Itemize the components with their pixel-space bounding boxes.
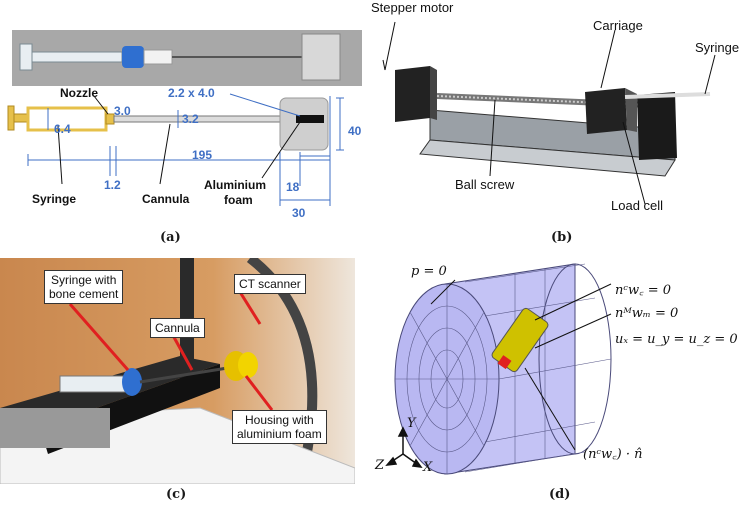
panel-a: Nozzle 3.0 6.4 3.2 2.2 x 4.0 40 195 1.2 … <box>0 0 370 250</box>
dim-6-4: 6.4 <box>54 122 71 136</box>
label-cannula-c: Cannula <box>150 318 205 338</box>
axis-z-label: Z <box>375 458 385 473</box>
label-ct-scanner: CT scanner <box>234 274 306 294</box>
caption-d: (d) <box>549 487 571 502</box>
label-ball-screw: Ball screw <box>455 177 515 192</box>
dim-195: 195 <box>192 148 213 162</box>
label-eq-wc: nᶜw꜀ = 0 <box>615 283 672 298</box>
dim-2-2x4: 2.2 x 4.0 <box>168 86 215 100</box>
label-p-zero: p = 0 <box>411 264 447 279</box>
panel-d-mesh <box>385 263 612 475</box>
label-load-cell: Load cell <box>611 198 664 213</box>
panel-c: Syringe with bone cement Cannula CT scan… <box>0 258 370 509</box>
axis-y-label: Y <box>407 416 416 431</box>
panel-a-photo <box>12 30 362 86</box>
dim-3-0: 3.0 <box>114 104 131 118</box>
label-carriage: Carriage <box>593 18 643 33</box>
dim-30: 30 <box>292 206 306 220</box>
label-foam-2: foam <box>224 193 253 207</box>
label-housing-foam: Housing with aluminium foam <box>232 410 327 444</box>
panel-a-schematic <box>7 93 344 206</box>
caption-a: (a) <box>160 230 181 245</box>
label-stepper-motor: Stepper motor <box>371 0 454 15</box>
caption-b: (b) <box>551 230 573 245</box>
panel-b: Stepper motor Carriage Syringe Ball scre… <box>371 0 750 250</box>
label-syringe: Syringe <box>32 192 77 206</box>
caption-c: (c) <box>166 487 187 502</box>
label-syringe-b: Syringe <box>695 40 740 55</box>
label-foam-1: Aluminium <box>204 178 266 192</box>
label-eq-u: uₓ = u_y = u_z = 0 <box>615 332 738 347</box>
label-eq-wm: nᴹwₘ = 0 <box>615 306 679 321</box>
axis-x-label: X <box>423 460 433 475</box>
dim-18: 18 <box>286 180 300 194</box>
panel-d: p = 0 nᶜw꜀ = 0 nᴹwₘ = 0 uₓ = u_y = u_z =… <box>375 258 750 509</box>
dim-40: 40 <box>348 124 362 138</box>
label-cannula: Cannula <box>142 192 190 206</box>
label-syringe-bone-cement: Syringe with bone cement <box>44 270 124 304</box>
dim-1-2: 1.2 <box>104 178 121 192</box>
panel-b-drawing <box>382 21 716 205</box>
label-nozzle: Nozzle <box>60 86 99 100</box>
label-flux: (nᶜw꜀) · n̂ <box>583 447 643 462</box>
dim-3-2: 3.2 <box>182 112 199 126</box>
